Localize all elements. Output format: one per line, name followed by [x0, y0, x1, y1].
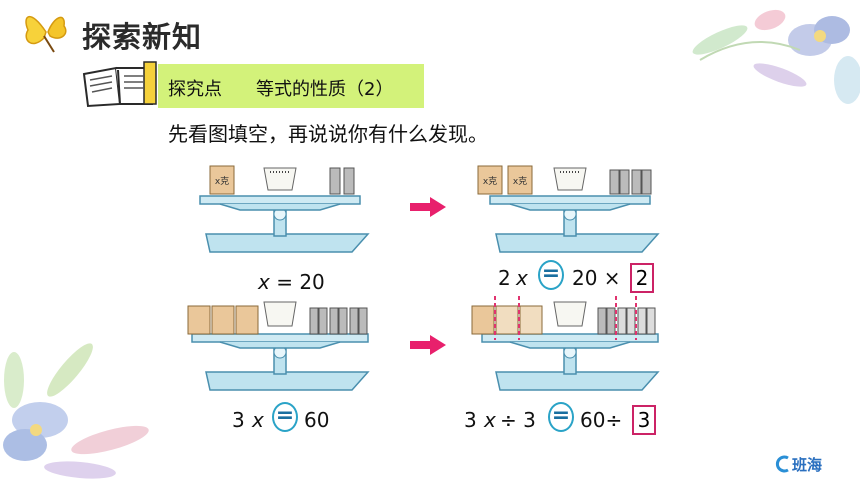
equation-2-rhs: 20 × [572, 266, 621, 290]
svg-text:x克: x克 [215, 176, 229, 187]
scale-top-left: x克 [199, 165, 370, 253]
butterfly-icon [25, 16, 67, 53]
equation-1: x = 20 [258, 270, 325, 294]
svg-text:x克: x克 [513, 176, 527, 187]
flower-decoration-bottom-left [3, 343, 149, 479]
instruction-text: 先看图填空，再说说你有什么发现。 [168, 122, 488, 146]
answer-box[interactable]: 2 [630, 263, 654, 293]
equation-4-var: x [484, 408, 496, 432]
equation-3-coef: 3 [232, 408, 245, 432]
equals-circle: = [548, 402, 574, 432]
scale-bottom-right [471, 296, 660, 391]
right-arrow-icon [410, 335, 446, 355]
equation-4-mid: ÷ 3 [500, 408, 536, 432]
equation-3-var: x [252, 408, 264, 432]
scale-top-right: x克 x克 [477, 165, 660, 253]
equation-3-rhs: 60 [304, 408, 330, 432]
brand-logo-icon [775, 455, 789, 473]
flower-decoration-top-right [692, 9, 860, 104]
equation-4-coef: 3 [464, 408, 477, 432]
answer-box[interactable]: 3 [632, 405, 656, 435]
topic-banner [158, 64, 424, 108]
equation-2-var: x [516, 266, 528, 290]
open-book-icon [82, 61, 157, 108]
scale-bottom-left [187, 301, 370, 391]
equals-circle: = [538, 260, 564, 290]
right-arrow-icon [410, 197, 446, 217]
banner-topic: 等式的性质（2） [256, 79, 394, 100]
svg-text:x克: x克 [483, 176, 497, 187]
equation-4-rhs: 60÷ [580, 408, 623, 432]
equation-rest: = 20 [276, 270, 325, 294]
variable-x: x [258, 270, 270, 294]
banner-label: 探究点 [168, 79, 222, 100]
equals-circle: = [272, 402, 298, 432]
page-title: 探索新知 [82, 20, 203, 54]
brand-name: 班海 [792, 456, 823, 474]
equation-2-coef: 2 [498, 266, 511, 290]
